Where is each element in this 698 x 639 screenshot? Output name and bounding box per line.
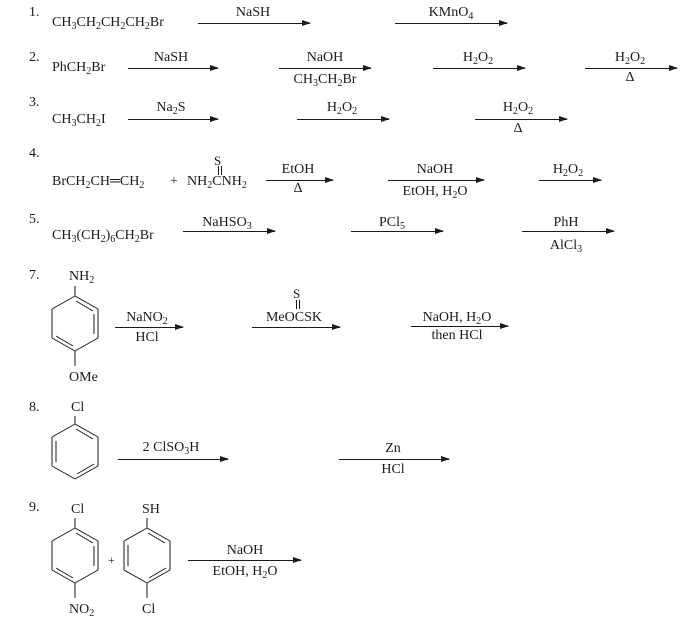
- plus-sign: +: [170, 174, 178, 189]
- chloro-group: Cl: [142, 602, 156, 617]
- reagent-above: NaNO2: [126, 310, 168, 327]
- reagent-above: PhH: [553, 215, 579, 230]
- reaction-arrow: [128, 65, 219, 71]
- reaction-number: 3.: [29, 95, 40, 110]
- reagent-above: NaOH: [306, 50, 344, 65]
- reaction-arrow: [585, 65, 678, 71]
- reaction-number: 2.: [29, 50, 40, 65]
- reaction-arrow: [279, 65, 372, 71]
- reaction-arrow: [522, 228, 615, 234]
- thiocarbonyl-sulfur: S: [293, 286, 301, 301]
- reagent-below: EtOH, H2O: [402, 184, 468, 201]
- reaction-arrow: [128, 116, 219, 122]
- benzene-ring: [123, 518, 171, 598]
- reagent-above: H2O2: [326, 100, 358, 117]
- reagent-above: NaSH: [153, 50, 189, 65]
- reaction-arrow: [252, 324, 341, 330]
- reaction-arrow: [539, 177, 602, 183]
- reagent-above: MeOCSK: [265, 310, 323, 325]
- reaction-arrow: [118, 456, 229, 462]
- reagent-below: Δ: [625, 70, 635, 85]
- reagent-below: HCl: [135, 330, 159, 345]
- double-bond: [296, 300, 300, 309]
- reaction-arrow: [475, 116, 568, 122]
- reagent-above: PCl5: [378, 215, 406, 232]
- substrate: CH3CH2CH2CH2Br: [52, 15, 164, 32]
- chloro-group: Cl: [71, 502, 85, 517]
- methoxy-group: OMe: [69, 370, 98, 385]
- reaction-number: 9.: [29, 500, 40, 515]
- reaction-arrow: [339, 456, 450, 462]
- reaction-arrow: [433, 65, 526, 71]
- chloro-group: Cl: [71, 400, 85, 415]
- reaction-arrow: [297, 116, 390, 122]
- reagent-below: Δ: [293, 181, 303, 196]
- reaction-arrow: [395, 20, 508, 26]
- reagent-above: EtOH: [281, 162, 315, 177]
- reagent-below: EtOH, H2O: [212, 564, 278, 581]
- substrate: CH3(CH2)6CH2Br: [52, 228, 154, 245]
- reaction-arrow: [351, 228, 444, 234]
- double-bond: [218, 166, 222, 175]
- plus-sign: +: [108, 553, 115, 567]
- benzene-ring: [51, 518, 99, 598]
- reagent-below: CH3CH2Br: [293, 72, 357, 89]
- reaction-number: 8.: [29, 400, 40, 415]
- reaction-arrow: [198, 20, 311, 26]
- reagent-below: AlCl3: [549, 238, 583, 255]
- reaction-arrow: [388, 177, 485, 183]
- benzene-ring: [51, 416, 99, 480]
- reagent-above: H2O2: [552, 162, 584, 179]
- reagent-above: NaHSO3: [202, 215, 252, 232]
- reagent-above: H2O2: [462, 50, 494, 67]
- reaction-arrow: [188, 557, 302, 563]
- thiocarbonyl-sulfur: S: [214, 153, 222, 168]
- thiol-group: SH: [142, 502, 160, 517]
- reagent-above: NaSH: [235, 5, 271, 20]
- reaction-arrow: [115, 324, 184, 330]
- substrate: BrCH2CH═CH2: [52, 174, 145, 191]
- reagent-below: Δ: [513, 121, 523, 136]
- reagent-above: 2 ClSO3H: [142, 440, 200, 457]
- nitro-group: NO2: [69, 602, 95, 619]
- reagent-above: Zn: [385, 441, 401, 456]
- reaction-arrow: [266, 177, 334, 183]
- reagent-below: HCl: [381, 462, 405, 477]
- substrate: PhCH2Br: [52, 60, 106, 77]
- reaction-arrow: [183, 228, 276, 234]
- reagent-above: H2O2: [614, 50, 646, 67]
- reagent-above: NaOH: [226, 543, 264, 558]
- reaction-number: 7.: [29, 268, 40, 283]
- reagent-above: KMnO4: [428, 5, 474, 22]
- reagent-above: Na2S: [156, 100, 186, 117]
- reagent-below: then HCl: [431, 328, 483, 343]
- thiourea: NH2CNH2: [187, 174, 247, 191]
- reagent-above: NaOH: [416, 162, 454, 177]
- substrate: CH3CH2I: [52, 112, 106, 129]
- benzene-ring: [51, 286, 99, 366]
- reagent-above: H2O2: [502, 100, 534, 117]
- reagent-above: NaOH, H2O: [422, 310, 492, 327]
- reaction-number: 1.: [29, 5, 40, 20]
- reaction-number: 5.: [29, 212, 40, 227]
- reaction-arrow: [411, 323, 509, 329]
- reaction-number: 4.: [29, 146, 40, 161]
- amino-group: NH2: [69, 269, 95, 286]
